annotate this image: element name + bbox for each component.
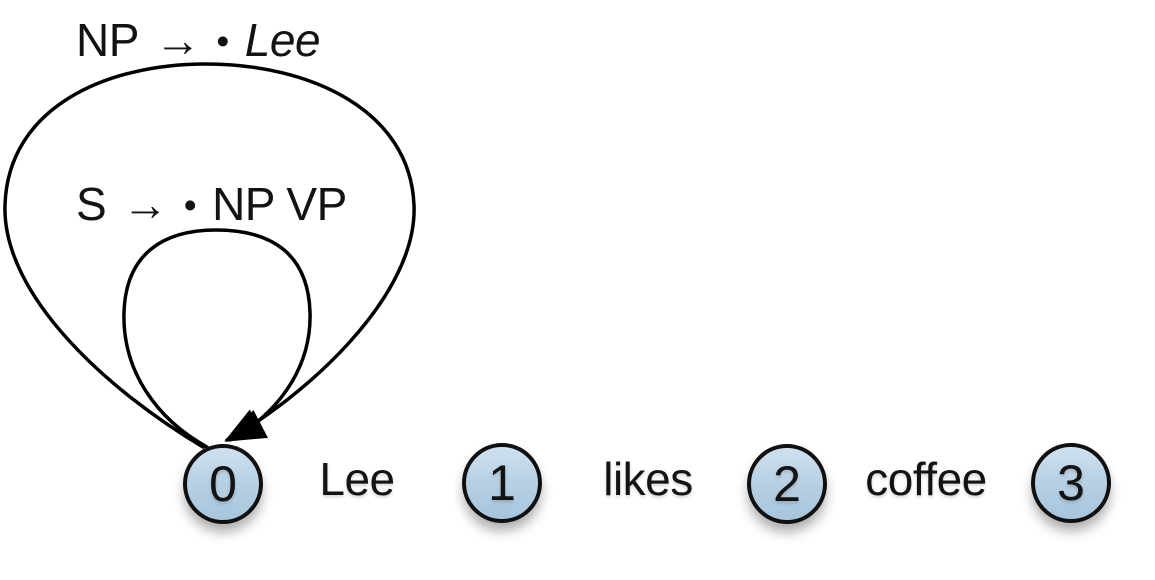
rule-rhs: Lee (244, 14, 321, 66)
position-node-1: 1 (462, 443, 542, 523)
rule-arrow: → (154, 14, 201, 66)
self-loop-outer-np-rule (3, 62, 416, 449)
position-node-0: 0 (183, 444, 263, 524)
node-label: 0 (209, 456, 237, 512)
rule-dot-marker: • (216, 21, 229, 62)
position-node-3: 3 (1031, 443, 1111, 523)
self-loop-inner-s-rule (122, 228, 312, 449)
rule-lhs: S (76, 178, 107, 230)
node-label: 3 (1057, 455, 1085, 511)
edge-label-s-rule: S → • NP VP (76, 178, 347, 231)
word-coffee: coffee (865, 453, 987, 505)
word-likes: likes (603, 453, 693, 505)
word-lee: Lee (319, 453, 395, 505)
rule-lhs: NP (76, 14, 139, 66)
rule-rhs: NP VP (212, 178, 347, 230)
node-label: 1 (488, 455, 516, 511)
rule-arrow: → (122, 178, 168, 230)
node-label: 2 (773, 456, 801, 512)
rule-dot-marker: • (183, 185, 197, 226)
edge-label-np-rule: NP → • Lee (76, 14, 321, 67)
position-node-2: 2 (747, 444, 827, 524)
